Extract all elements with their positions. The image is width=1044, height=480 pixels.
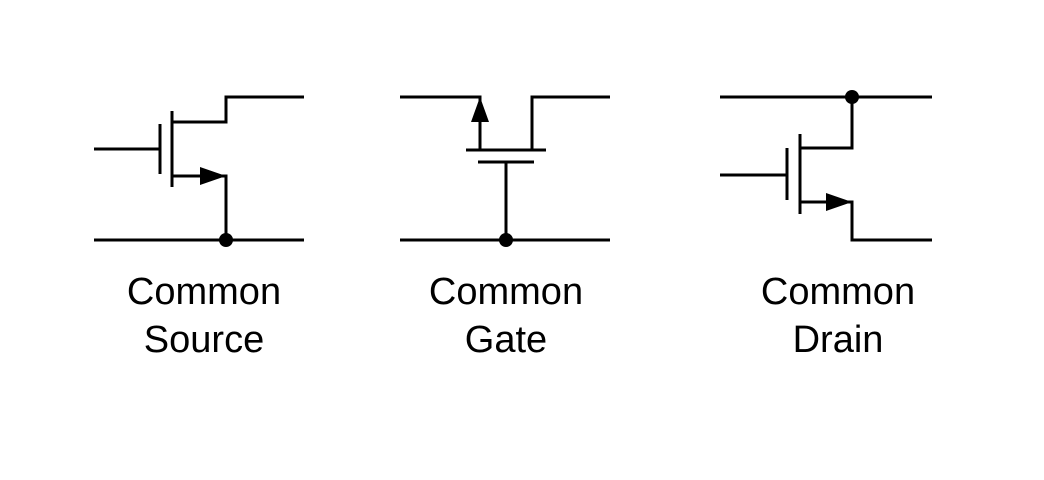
cs-junction-node	[219, 233, 233, 247]
cd-drain-wire	[800, 97, 854, 150]
common-source-label: Common Source	[84, 268, 324, 364]
cg-junction-node	[499, 233, 513, 247]
common-gate-label: Common Gate	[386, 268, 626, 364]
common-source-circuit	[94, 95, 304, 247]
common-source-label-line1: Common	[126, 271, 282, 313]
cs-source-wire	[172, 174, 228, 240]
common-source-label-line2: Source	[143, 319, 265, 361]
common-drain-label-line1: Common	[760, 271, 916, 313]
cd-source-wire	[800, 200, 932, 242]
cg-source-wire	[400, 95, 482, 150]
cd-source-arrow	[826, 193, 852, 211]
common-drain-circuit	[720, 90, 932, 242]
common-gate-label-line1: Common	[428, 271, 584, 313]
cs-drain-wire	[172, 95, 304, 124]
common-gate-label-line2: Gate	[464, 319, 548, 361]
cg-source-arrow	[471, 97, 489, 122]
cs-source-arrow	[200, 167, 226, 185]
common-drain-label: Common Drain	[718, 268, 958, 364]
common-gate-circuit	[400, 95, 610, 247]
cg-drain-wire	[530, 95, 610, 150]
common-drain-label-line2: Drain	[792, 319, 884, 361]
